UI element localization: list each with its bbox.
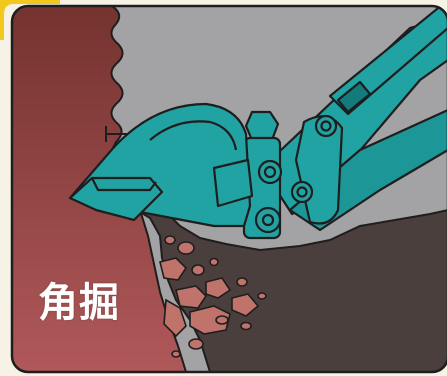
soil-edge bbox=[210, 300, 447, 372]
excavator-bucket-icon bbox=[68, 102, 254, 228]
excavator-linkage bbox=[242, 110, 344, 240]
frame-corner bbox=[0, 0, 60, 40]
panel-border bbox=[10, 4, 447, 374]
debris-rocks bbox=[159, 235, 267, 358]
caption-label: 角掘 bbox=[38, 280, 120, 326]
